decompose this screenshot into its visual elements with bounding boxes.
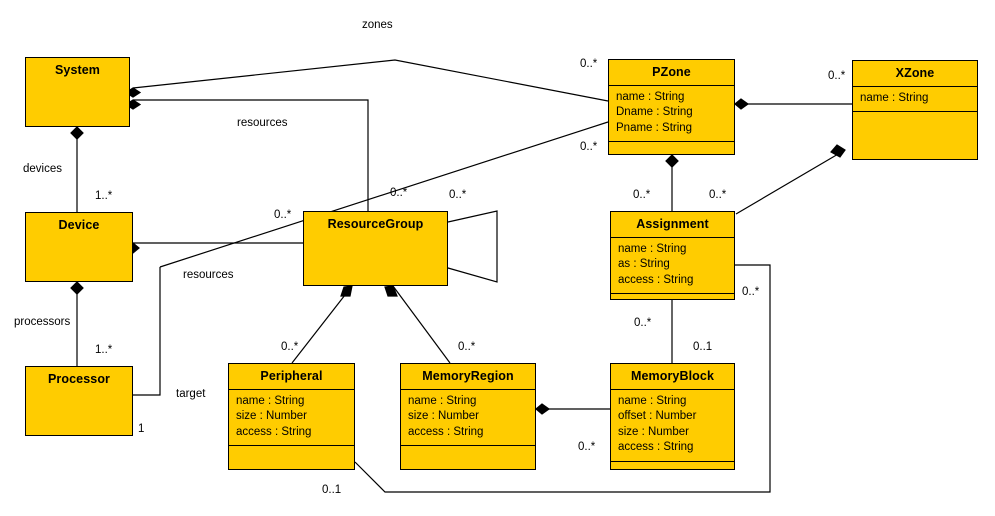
class-memoryregion[interactable]: MemoryRegion name : String size : Number… <box>400 363 536 470</box>
class-memoryregion-attributes: name : String size : Number access : Str… <box>401 388 535 446</box>
multiplicity-peripheral-target: 0..1 <box>322 484 342 496</box>
class-device[interactable]: Device <box>25 212 133 282</box>
assoc-system-pzone-zones <box>132 59 609 102</box>
assoc-resourcegroup-self <box>447 210 498 283</box>
attribute: access : String <box>618 273 694 286</box>
class-peripheral[interactable]: Peripheral name : String size : Number a… <box>228 363 355 470</box>
class-memoryblock-title: MemoryBlock <box>630 369 715 383</box>
multiplicity-resourcegroup-top: 0..* <box>390 187 408 199</box>
class-memoryblock[interactable]: MemoryBlock name : String offset : Numbe… <box>610 363 735 470</box>
multiplicity-memoryblock-top: 0..1 <box>693 341 713 353</box>
assoc-resourcegroup-memoryregion <box>392 285 451 364</box>
class-system-title: System <box>54 63 101 77</box>
diamond-memoryregion-memoryblock <box>535 403 551 415</box>
class-processor-title: Processor <box>47 372 111 386</box>
multiplicity-resourcegroup-self: 0..* <box>449 189 467 201</box>
assoc-processor-target <box>133 267 161 396</box>
attribute: size : Number <box>408 410 479 422</box>
multiplicity-resourcegroup-left: 0..* <box>274 209 292 221</box>
role-label-target: target <box>176 388 206 400</box>
multiplicity-assignment-xzone: 0..* <box>709 189 727 201</box>
class-assignment-attributes: name : String as : String access : Strin… <box>611 236 734 294</box>
attribute: access : String <box>408 425 484 438</box>
class-pzone-operations <box>609 141 734 159</box>
attribute: size : Number <box>236 410 307 422</box>
role-label-resources-mid: resources <box>183 269 234 281</box>
multiplicity-assignment-pzone: 0..* <box>633 189 651 201</box>
class-pzone[interactable]: PZone name : String Dname : String Pname… <box>608 59 735 155</box>
attribute: name : String <box>616 90 685 103</box>
class-peripheral-title: Peripheral <box>260 369 323 383</box>
multiplicity-devices: 1..* <box>95 190 113 202</box>
assoc-xzone-assignment <box>735 149 846 215</box>
class-peripheral-attributes: name : String size : Number access : Str… <box>229 388 354 446</box>
attribute: name : String <box>860 91 929 104</box>
class-processor[interactable]: Processor <box>25 366 133 436</box>
attribute: name : String <box>618 394 687 407</box>
class-xzone[interactable]: XZone name : String <box>852 60 978 160</box>
attribute: access : String <box>618 441 694 453</box>
diamond-pzone-xzone <box>734 98 750 110</box>
class-xzone-operations <box>853 111 977 146</box>
class-assignment-operations <box>611 293 734 311</box>
class-pzone-attributes: name : String Dname : String Pname : Str… <box>609 84 734 142</box>
diamond-xzone-assignment <box>830 144 846 158</box>
multiplicity-assignment-block: 0..* <box>634 317 652 329</box>
attribute: Pname : String <box>616 121 693 134</box>
class-memoryblock-operations <box>611 460 734 474</box>
diamond-device-processor <box>70 281 84 295</box>
class-memoryblock-attributes: name : String offset : Number size : Num… <box>611 388 734 461</box>
attribute: name : String <box>618 242 687 255</box>
class-memoryregion-title: MemoryRegion <box>422 369 514 383</box>
attribute: name : String <box>236 394 305 407</box>
class-resourcegroup[interactable]: ResourceGroup <box>303 211 448 286</box>
role-label-zones: zones <box>362 19 393 31</box>
role-label-devices: devices <box>23 163 62 175</box>
multiplicity-processors: 1..* <box>95 344 113 356</box>
role-label-resources-top: resources <box>237 117 288 129</box>
class-xzone-attributes: name : String <box>853 85 977 112</box>
class-pzone-title: PZone <box>652 65 691 79</box>
multiplicity-peripheral: 0..* <box>281 341 299 353</box>
multiplicity-memoryregion: 0..* <box>458 341 476 353</box>
attribute: as : String <box>618 258 670 270</box>
multiplicity-memoryblock-left: 0..* <box>578 441 596 453</box>
multiplicity-processor-one: 1 <box>138 423 145 435</box>
class-xzone-title: XZone <box>895 66 935 80</box>
class-peripheral-operations <box>229 445 354 472</box>
class-system[interactable]: System <box>25 57 130 127</box>
diamond-rg-peripheral <box>340 285 353 297</box>
attribute: offset : Number <box>618 410 697 422</box>
diamond-system-device <box>70 126 84 140</box>
class-device-title: Device <box>58 218 100 232</box>
assoc-resourcegroup-peripheral <box>291 285 353 364</box>
attribute: Dname : String <box>616 106 693 118</box>
class-resourcegroup-title: ResourceGroup <box>327 217 424 231</box>
class-assignment-title: Assignment <box>636 217 709 231</box>
multiplicity-pzone-zones: 0..* <box>580 58 598 70</box>
diamond-rg-memoryregion <box>384 285 398 297</box>
attribute: name : String <box>408 394 477 407</box>
multiplicity-assignment-right: 0..* <box>742 286 760 298</box>
attribute: access : String <box>236 425 312 438</box>
class-memoryregion-operations <box>401 445 535 472</box>
multiplicity-xzone: 0..* <box>828 70 846 82</box>
role-label-processors: processors <box>14 316 71 328</box>
class-assignment[interactable]: Assignment name : String as : String acc… <box>610 211 735 300</box>
multiplicity-pzone-target: 0..* <box>580 141 598 153</box>
attribute: size : Number <box>618 425 689 438</box>
